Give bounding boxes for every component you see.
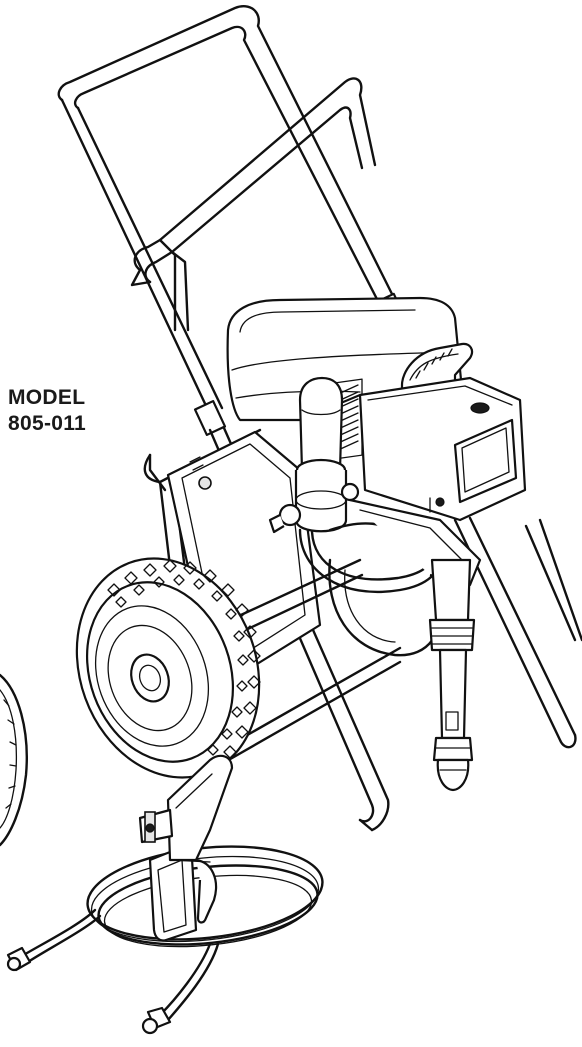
model-number: 805-011 — [8, 412, 87, 435]
spray-gun-and-hose — [6, 754, 324, 1035]
front-wheel — [75, 557, 261, 779]
model-label: MODEL 805-011 — [8, 385, 86, 437]
left-wheel-fragment — [0, 673, 28, 847]
tire-tread — [107, 559, 261, 773]
pump-assembly — [268, 376, 482, 792]
motor-housing — [226, 296, 527, 522]
model-label-line1: MODEL — [8, 386, 86, 409]
